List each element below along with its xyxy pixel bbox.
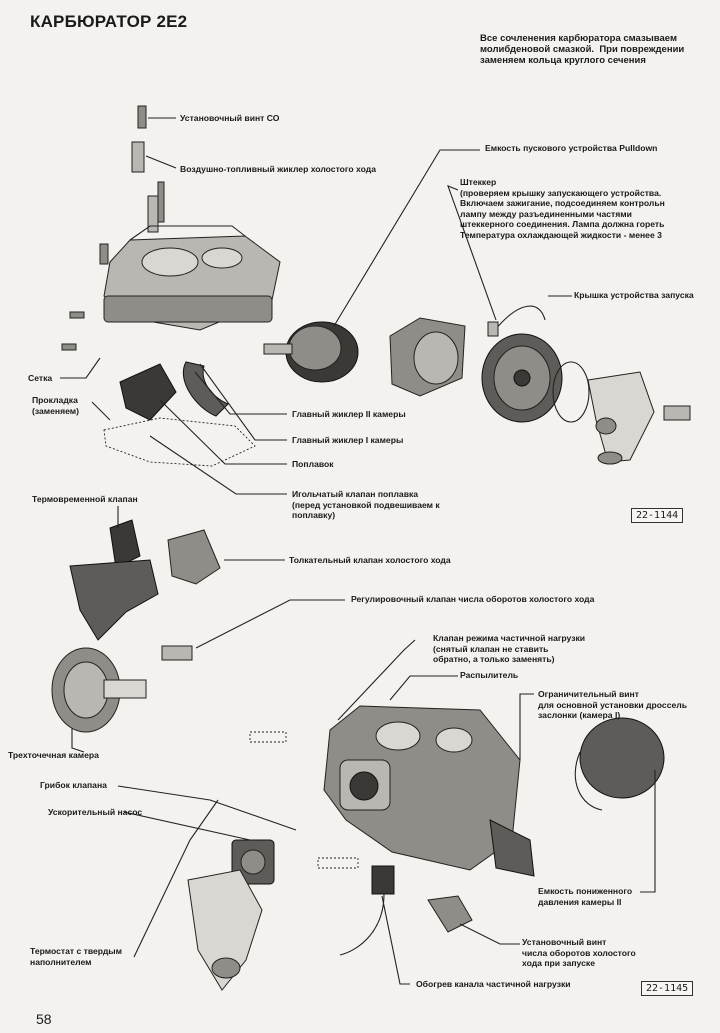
bracket-part — [69, 559, 159, 641]
idle-jet-part — [131, 141, 145, 173]
co-screw-part — [137, 105, 147, 129]
label-co-screw: Установочный винт СО — [180, 113, 280, 123]
vacuum-unit-part — [579, 717, 665, 799]
label-atomizer: Распылитель — [460, 670, 519, 680]
label-screen: Сетка — [28, 373, 53, 383]
thermo-valve-part — [109, 519, 141, 569]
label-three-point: Трехточечная камера — [8, 750, 99, 760]
leader-lines-mid — [71, 506, 416, 753]
label-idle-jet: Воздушно-топливный жиклер холостого хода — [180, 164, 376, 174]
label-needle-valve: Игольчатый клапан поплавка (перед устано… — [292, 489, 440, 520]
leader-lines-bottom — [117, 675, 656, 985]
label-idle-speed-valve: Регулировочный клапан числа оборотов хол… — [351, 594, 595, 604]
label-heater: Обогрев канала частичной нагрузки — [416, 979, 571, 989]
gasket-part — [103, 417, 256, 467]
figure-ref-bottom: 22-1145 — [641, 981, 694, 996]
label-main-jet-2: Главный жиклер II камеры — [292, 409, 406, 419]
label-part-load-valve: Клапан режима частичной нагрузки (снятый… — [433, 633, 586, 664]
adjust-screw-part — [427, 895, 473, 933]
idle-speed-valve-part — [161, 645, 193, 661]
label-idle-cutoff: Толкательный клапан холостого хода — [289, 555, 451, 565]
idle-cutoff-part — [167, 529, 221, 585]
label-thermo-valve: Термовременной клапан — [32, 494, 138, 504]
label-vacuum-unit: Емкость пониженного давления камеры II — [538, 886, 633, 907]
heater-part — [371, 865, 395, 895]
lubrication-note: Все сочленения карбюратора смазываем мол… — [480, 33, 685, 66]
label-adjust-screw: Установочный винт числа оборотов холосто… — [522, 937, 636, 968]
page-title: КАРБЮРАТОР 2Е2 — [30, 12, 188, 31]
figure-ref-top: 22-1144 — [631, 508, 684, 523]
label-valve-mushroom: Грибок клапана — [40, 780, 107, 790]
carb-lower-body — [323, 705, 521, 871]
label-thermostat: Термостат с твердым наполнителем — [30, 946, 122, 967]
label-accel-pump: Ускорительный насос — [48, 807, 143, 817]
label-float: Поплавок — [292, 459, 334, 469]
label-main-jet-1: Главный жиклер I камеры — [292, 435, 404, 445]
page-number: 58 — [36, 1011, 52, 1027]
label-pulldown: Емкость пускового устройства Pulldown — [485, 143, 658, 153]
label-limit-screw: Ограничительный винт для основной устано… — [538, 689, 688, 720]
float-part — [119, 363, 177, 421]
label-gasket: Прокладка (заменяем) — [32, 395, 80, 416]
leader-lines-top — [60, 117, 572, 495]
o-ring — [552, 361, 590, 423]
coolant-elbow-part — [587, 371, 655, 463]
label-starter-cover: Крышка устройства запуска — [574, 290, 694, 300]
label-plug: Штеккер (проверяем крышку запускающего у… — [460, 177, 665, 240]
thermostat-part — [187, 869, 263, 991]
